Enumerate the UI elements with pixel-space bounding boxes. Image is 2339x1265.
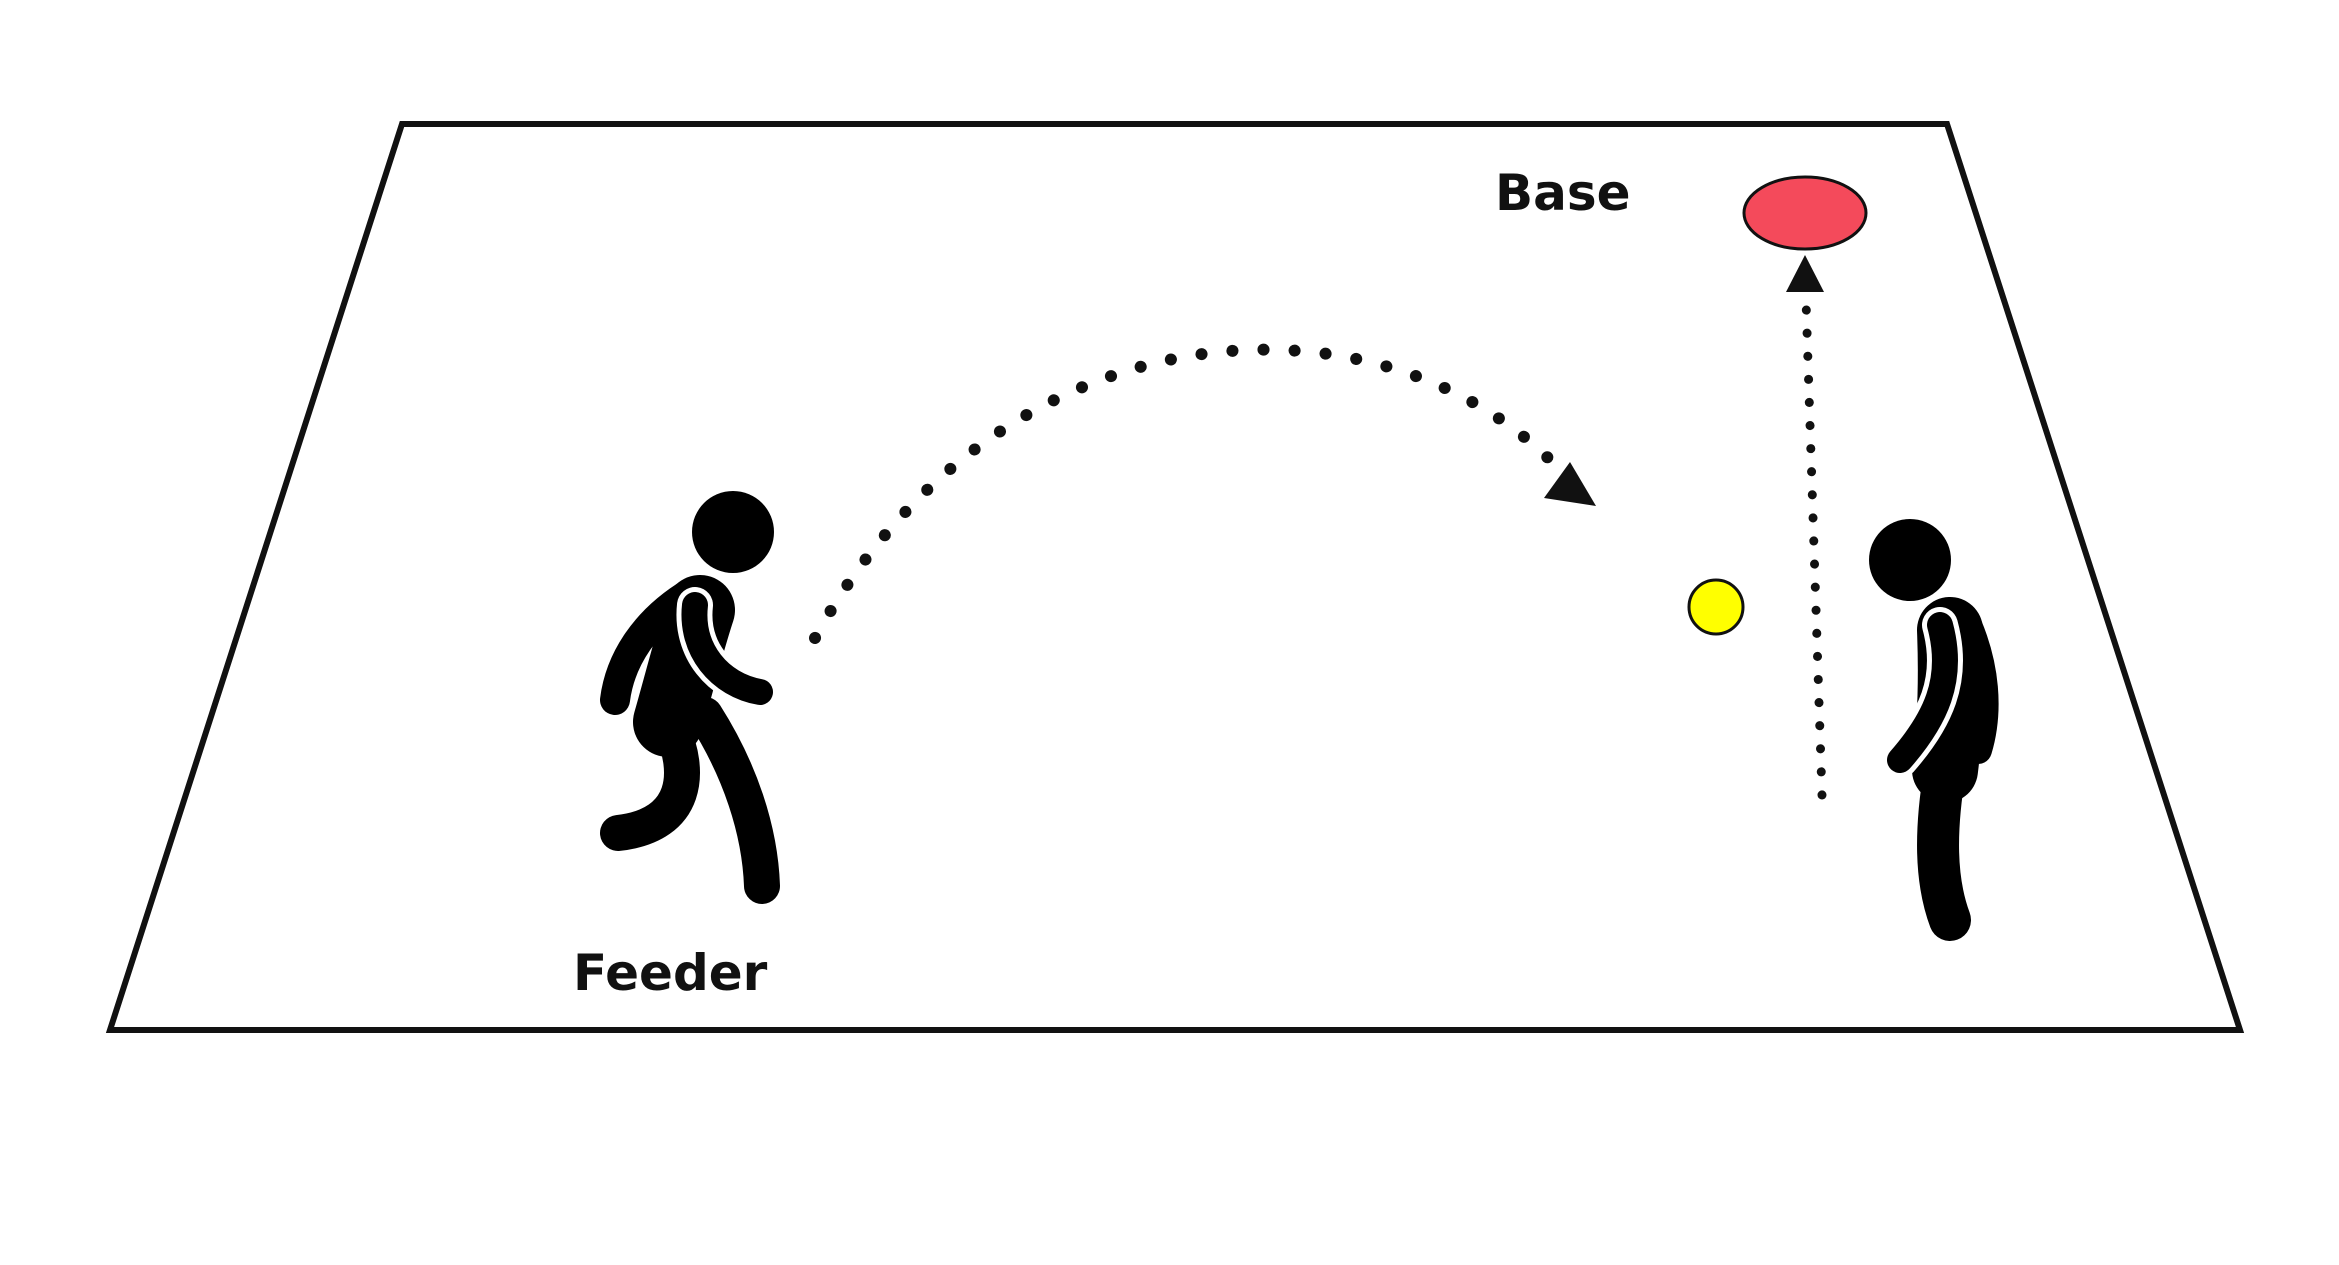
receiver-head [1869, 519, 1951, 601]
pass-arc-path [809, 343, 1566, 644]
feeder-figure [600, 491, 780, 904]
run-arrowhead [1786, 255, 1824, 292]
pass-arrowhead [1544, 462, 1596, 506]
court-outline [105, 121, 2245, 1033]
feeder-head [692, 491, 774, 573]
base-label: Base [1495, 164, 1631, 222]
feeder-label: Feeder [573, 944, 768, 1002]
receiver-figure [1869, 519, 1999, 941]
run-line-path [1801, 295, 1827, 800]
ball [1687, 578, 1745, 636]
base-marker [1742, 175, 1868, 251]
